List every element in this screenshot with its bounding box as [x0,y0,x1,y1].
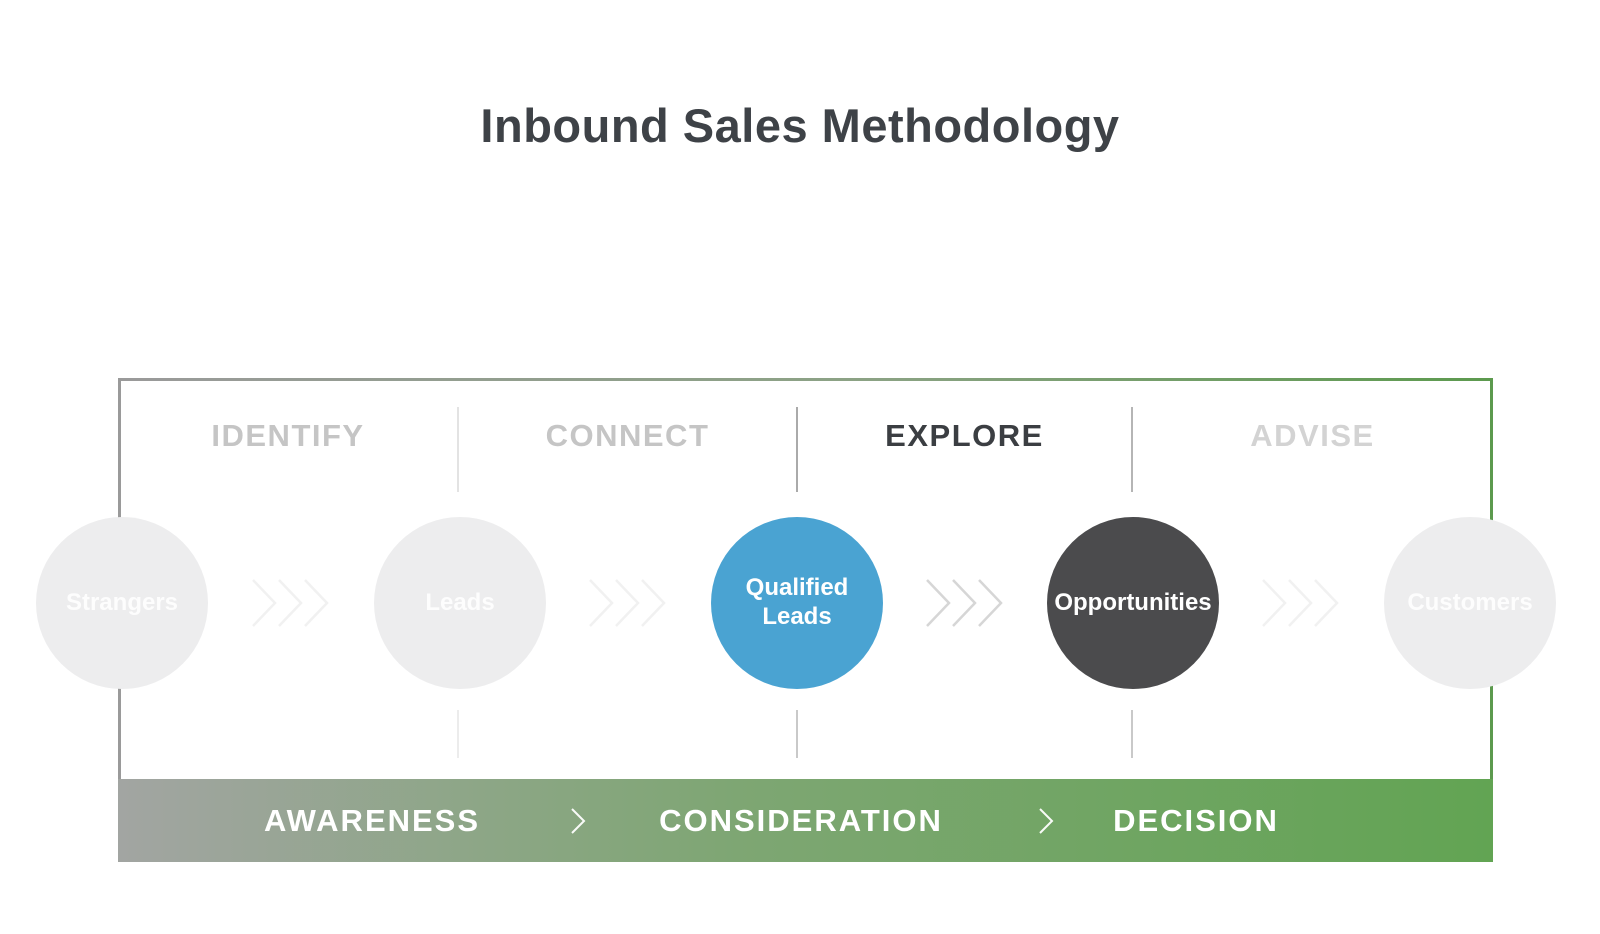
funnel-circle-qualified-leads: Qualified Leads [711,517,883,689]
chevron-triple-icon [252,579,329,627]
chevron-triple-icon [926,579,1003,627]
funnel-circle-label: Strangers [65,588,179,616]
funnel-circle-leads: Leads [374,517,546,689]
journey-label-decision: DECISION [1113,802,1279,838]
funnel-circle-strangers: Strangers [36,517,208,689]
funnel-circle-label: Leads [425,588,495,616]
funnel-circle-label: Qualified Leads [745,574,849,630]
stage-label-explore: EXPLORE [885,418,1044,453]
chevron-right-icon [571,808,586,834]
chevron-triple-icon [589,579,666,627]
stage-label-connect: CONNECT [545,418,710,453]
journey-label-consideration: CONSIDERATION [659,802,943,838]
chevron-right-icon [1039,808,1054,834]
funnel-circle-label: Customers [1407,588,1533,616]
section-divider [1131,710,1133,758]
stage-divider [1131,407,1133,492]
stage-divider [796,407,798,492]
stage-label-identify: IDENTIFY [211,418,365,453]
funnel-circle-opportunities: Opportunities [1047,517,1219,689]
funnel-circle-customers: Customers [1384,517,1556,689]
section-divider [457,710,459,758]
section-divider [796,710,798,758]
stage-divider [457,407,459,492]
page-title: Inbound Sales Methodology [480,99,1120,152]
funnel-circle-label: Opportunities [1054,588,1212,616]
buyer-journey-bar [118,779,1493,862]
stage-label-advise: ADVISE [1250,418,1375,453]
journey-label-awareness: AWARENESS [263,802,481,838]
panel-border-top [118,378,1493,381]
chevron-triple-icon [1262,579,1339,627]
